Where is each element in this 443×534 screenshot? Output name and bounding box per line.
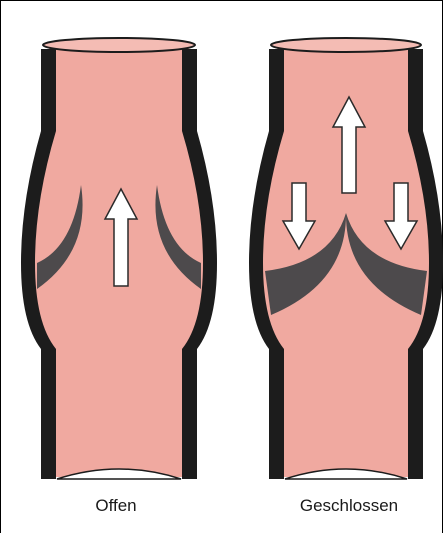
vein-closed-top-rim	[271, 38, 421, 52]
label-closed: Geschlossen	[279, 496, 419, 516]
label-open: Offen	[61, 496, 171, 516]
vein-open-top-rim	[43, 38, 195, 52]
vein-closed	[249, 38, 443, 479]
vein-open	[21, 38, 217, 479]
